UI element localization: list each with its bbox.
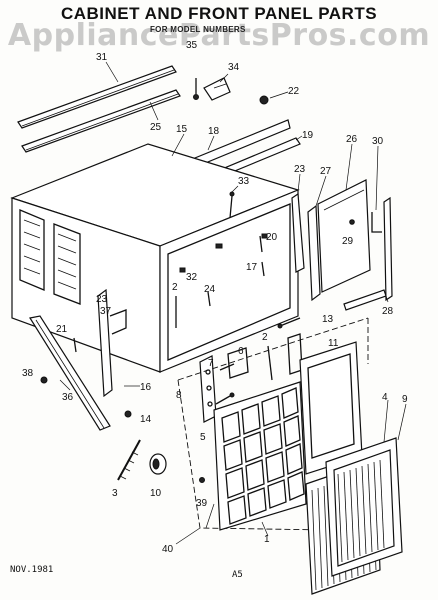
switch-5[interactable] [215, 392, 235, 405]
callout-24[interactable]: 24 [204, 284, 216, 295]
callout-40[interactable]: 40 [162, 544, 174, 555]
callout-31[interactable]: 31 [96, 52, 108, 63]
screw-17[interactable] [261, 261, 265, 277]
cabinet-15[interactable] [10, 143, 300, 373]
callout-38[interactable]: 38 [22, 368, 34, 379]
page-subtitle: FOR MODEL NUMBERS [150, 25, 246, 34]
callout-28[interactable]: 28 [382, 306, 394, 317]
callout-6[interactable]: 6 [238, 346, 244, 357]
callout-30[interactable]: 30 [372, 136, 384, 147]
bracket-6[interactable] [227, 347, 249, 379]
callout-36[interactable]: 36 [62, 392, 74, 403]
screw-29[interactable] [349, 219, 355, 225]
callout-26[interactable]: 26 [346, 134, 358, 145]
top-rail-25[interactable] [21, 89, 181, 153]
side-channel-23[interactable] [97, 288, 113, 398]
frame-hatch [337, 459, 385, 563]
callout-2a[interactable]: 2 [172, 282, 178, 293]
page-code: A5 [232, 570, 243, 580]
callout-35[interactable]: 35 [186, 40, 198, 51]
bracket-2b[interactable] [267, 345, 273, 381]
clip-7[interactable] [219, 363, 235, 371]
callout-9[interactable]: 9 [402, 394, 408, 405]
callout-14[interactable]: 14 [140, 414, 152, 425]
handle-30[interactable] [371, 212, 382, 233]
callout-15[interactable]: 15 [176, 124, 188, 135]
callout-27[interactable]: 27 [320, 166, 332, 177]
callout-2b[interactable]: 2 [262, 332, 268, 343]
nut-22[interactable] [259, 95, 269, 105]
panel-26[interactable] [317, 179, 371, 293]
callout-34[interactable]: 34 [228, 62, 240, 73]
page-title: CABINET AND FRONT PANEL PARTS [60, 4, 378, 23]
callout-19[interactable]: 19 [302, 130, 314, 141]
callout-7[interactable]: 7 [208, 358, 214, 369]
screw-13[interactable] [277, 317, 301, 329]
screw-39[interactable] [199, 477, 205, 483]
screw-20[interactable] [259, 235, 263, 253]
callout-32[interactable]: 32 [186, 272, 198, 283]
callout-25[interactable]: 25 [150, 122, 162, 133]
callout-17[interactable]: 17 [246, 262, 258, 273]
brace-arm-36[interactable] [29, 315, 111, 431]
callout-21[interactable]: 21 [56, 324, 68, 335]
screw-21[interactable] [73, 337, 77, 353]
shaft-3[interactable] [117, 439, 141, 481]
callout-11[interactable]: 11 [328, 338, 339, 349]
top-rail-31[interactable] [17, 65, 177, 129]
callout-23a[interactable]: 23 [294, 164, 306, 175]
callout-37[interactable]: 37 [100, 306, 112, 317]
callout-23b[interactable]: 23 [96, 294, 108, 305]
callout-4[interactable]: 4 [382, 392, 388, 403]
knob-10[interactable] [149, 453, 167, 475]
nut-38[interactable] [40, 376, 48, 384]
callout-18[interactable]: 18 [208, 126, 220, 137]
side-louvers [19, 209, 81, 305]
callout-39[interactable]: 39 [196, 498, 208, 509]
bracket-34[interactable] [203, 77, 231, 101]
grille-cells [221, 387, 305, 525]
vertical-strip-27[interactable] [307, 204, 321, 302]
callout-22[interactable]: 22 [288, 86, 300, 97]
callout-20[interactable]: 20 [266, 232, 278, 243]
clip-32[interactable] [179, 267, 186, 273]
callout-8[interactable]: 8 [176, 390, 182, 401]
screw-35[interactable] [193, 78, 199, 100]
screw-24[interactable] [207, 291, 211, 307]
callout-16[interactable]: 16 [140, 382, 152, 393]
revision-date: NOV.1981 [10, 565, 54, 575]
callout-1[interactable]: 1 [264, 534, 270, 545]
side-rail-28[interactable] [343, 196, 393, 311]
front-grille-1[interactable] [213, 381, 307, 531]
callout-29[interactable]: 29 [342, 236, 354, 247]
callout-5[interactable]: 5 [200, 432, 206, 443]
callouts: 31 35 34 22 25 15 18 19 26 30 33 23 27 2… [22, 40, 408, 555]
washer-14[interactable] [124, 410, 132, 418]
callout-13[interactable]: 13 [322, 314, 334, 325]
filter-frame-9[interactable] [325, 437, 403, 577]
vertical-strip-23[interactable] [291, 192, 305, 273]
mounting-bracket-37[interactable] [109, 309, 127, 335]
callout-33[interactable]: 33 [238, 176, 250, 187]
callout-10[interactable]: 10 [150, 488, 162, 499]
callout-3[interactable]: 3 [112, 488, 118, 499]
